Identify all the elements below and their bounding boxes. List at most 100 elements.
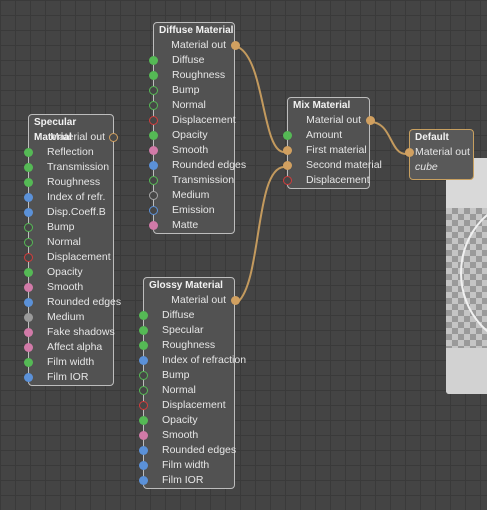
input-film-ior[interactable]: Film IOR: [24, 370, 113, 385]
input-matte[interactable]: Matte: [149, 218, 234, 233]
input-bump[interactable]: Bump: [139, 368, 234, 383]
port-icon[interactable]: [139, 416, 148, 425]
port-icon[interactable]: [139, 431, 148, 440]
material-out-port[interactable]: Material out: [29, 130, 118, 145]
input-fake-shadows[interactable]: Fake shadows: [24, 325, 115, 340]
input-roughness[interactable]: Roughness: [149, 68, 234, 83]
port-icon[interactable]: [24, 298, 33, 307]
input-specular[interactable]: Specular: [139, 323, 234, 338]
input-index-of-refraction[interactable]: Index of refraction: [139, 353, 246, 368]
port-icon[interactable]: [24, 178, 33, 187]
input-bump[interactable]: Bump: [24, 220, 113, 235]
input-diffuse[interactable]: Diffuse: [139, 308, 234, 323]
port-icon[interactable]: [24, 358, 33, 367]
port-icon[interactable]: [149, 176, 158, 185]
port-icon[interactable]: [139, 476, 148, 485]
port-icon[interactable]: [139, 461, 148, 470]
input-rounded-edges[interactable]: Rounded edges: [139, 443, 236, 458]
material-out-port[interactable]: Material out: [144, 293, 240, 308]
input-amount[interactable]: Amount: [283, 128, 369, 143]
input-disp-coeff-b[interactable]: Disp.Coeff.B: [24, 205, 113, 220]
port-icon[interactable]: [149, 161, 158, 170]
port-icon[interactable]: [139, 326, 148, 335]
port-icon[interactable]: [24, 238, 33, 247]
output-port-icon[interactable]: [366, 116, 375, 125]
port-icon[interactable]: [149, 146, 158, 155]
input-medium[interactable]: Medium: [24, 310, 113, 325]
port-icon[interactable]: [149, 56, 158, 65]
port-icon[interactable]: [24, 343, 33, 352]
input-opacity[interactable]: Opacity: [139, 413, 234, 428]
input-transmission[interactable]: Transmission: [149, 173, 234, 188]
port-icon[interactable]: [149, 101, 158, 110]
input-roughness[interactable]: Roughness: [139, 338, 234, 353]
input-displacement[interactable]: Displacement: [149, 113, 236, 128]
input-film-width[interactable]: Film width: [24, 355, 113, 370]
port-icon[interactable]: [283, 176, 292, 185]
input-normal[interactable]: Normal: [24, 235, 113, 250]
input-transmission[interactable]: Transmission: [24, 160, 113, 175]
port-icon[interactable]: [24, 163, 33, 172]
port-icon[interactable]: [149, 116, 158, 125]
port-icon[interactable]: [139, 341, 148, 350]
port-icon[interactable]: [405, 148, 414, 157]
input-rounded-edges[interactable]: Rounded edges: [24, 295, 121, 310]
input-rounded-edges[interactable]: Rounded edges: [149, 158, 246, 173]
port-icon[interactable]: [149, 221, 158, 230]
input-displacement[interactable]: Displacement: [139, 398, 234, 413]
port-icon[interactable]: [24, 268, 33, 277]
input-reflection[interactable]: Reflection: [24, 145, 113, 160]
port-icon[interactable]: [149, 131, 158, 140]
material-out-port[interactable]: Material out: [288, 113, 375, 128]
input-smooth[interactable]: Smooth: [24, 280, 113, 295]
input-emission[interactable]: Emission: [149, 203, 234, 218]
input-smooth[interactable]: Smooth: [139, 428, 234, 443]
render-preview[interactable]: [446, 158, 487, 394]
port-icon[interactable]: [24, 253, 33, 262]
input-normal[interactable]: Normal: [139, 383, 234, 398]
input-affect-alpha[interactable]: Affect alpha: [24, 340, 113, 355]
port-icon[interactable]: [149, 71, 158, 80]
input-displacement[interactable]: Displacement: [24, 250, 113, 265]
port-icon[interactable]: [139, 446, 148, 455]
port-icon[interactable]: [24, 223, 33, 232]
port-icon[interactable]: [139, 386, 148, 395]
port-icon[interactable]: [24, 328, 33, 337]
input-diffuse[interactable]: Diffuse: [149, 53, 234, 68]
port-icon[interactable]: [139, 371, 148, 380]
output-port-icon[interactable]: [109, 133, 118, 142]
input-opacity[interactable]: Opacity: [149, 128, 234, 143]
port-icon[interactable]: [283, 146, 292, 155]
input-index-of-refr[interactable]: Index of refr.: [24, 190, 113, 205]
output-port-icon[interactable]: [231, 41, 240, 50]
input-bump[interactable]: Bump: [149, 83, 234, 98]
default-material-node[interactable]: Default Material out cube: [405, 129, 474, 180]
glossy-material-node[interactable]: Glossy Material Material out Diffuse Spe…: [139, 277, 246, 489]
input-opacity[interactable]: Opacity: [24, 265, 113, 280]
port-icon[interactable]: [149, 86, 158, 95]
input-displacement[interactable]: Displacement: [283, 173, 370, 188]
input-smooth[interactable]: Smooth: [149, 143, 234, 158]
input-film-ior[interactable]: Film IOR: [139, 473, 234, 488]
input-roughness[interactable]: Roughness: [24, 175, 113, 190]
input-normal[interactable]: Normal: [149, 98, 234, 113]
diffuse-material-node[interactable]: Diffuse Material Material out Diffuse Ro…: [149, 22, 246, 234]
input-second-material[interactable]: Second material: [283, 158, 382, 173]
port-icon[interactable]: [139, 356, 148, 365]
output-port-icon[interactable]: [231, 296, 240, 305]
port-icon[interactable]: [149, 206, 158, 215]
specular-material-node[interactable]: Specular Material Material out Reflectio…: [24, 114, 121, 386]
port-icon[interactable]: [24, 283, 33, 292]
port-icon[interactable]: [24, 313, 33, 322]
input-film-width[interactable]: Film width: [139, 458, 234, 473]
port-icon[interactable]: [149, 191, 158, 200]
port-icon[interactable]: [24, 208, 33, 217]
port-icon[interactable]: [24, 373, 33, 382]
input-first-material[interactable]: First material: [283, 143, 369, 158]
port-icon[interactable]: [283, 161, 292, 170]
port-icon[interactable]: [24, 193, 33, 202]
material-out-port[interactable]: Material out: [154, 38, 240, 53]
input-medium[interactable]: Medium: [149, 188, 234, 203]
port-icon[interactable]: [24, 148, 33, 157]
material-input[interactable]: Material out: [405, 145, 473, 160]
